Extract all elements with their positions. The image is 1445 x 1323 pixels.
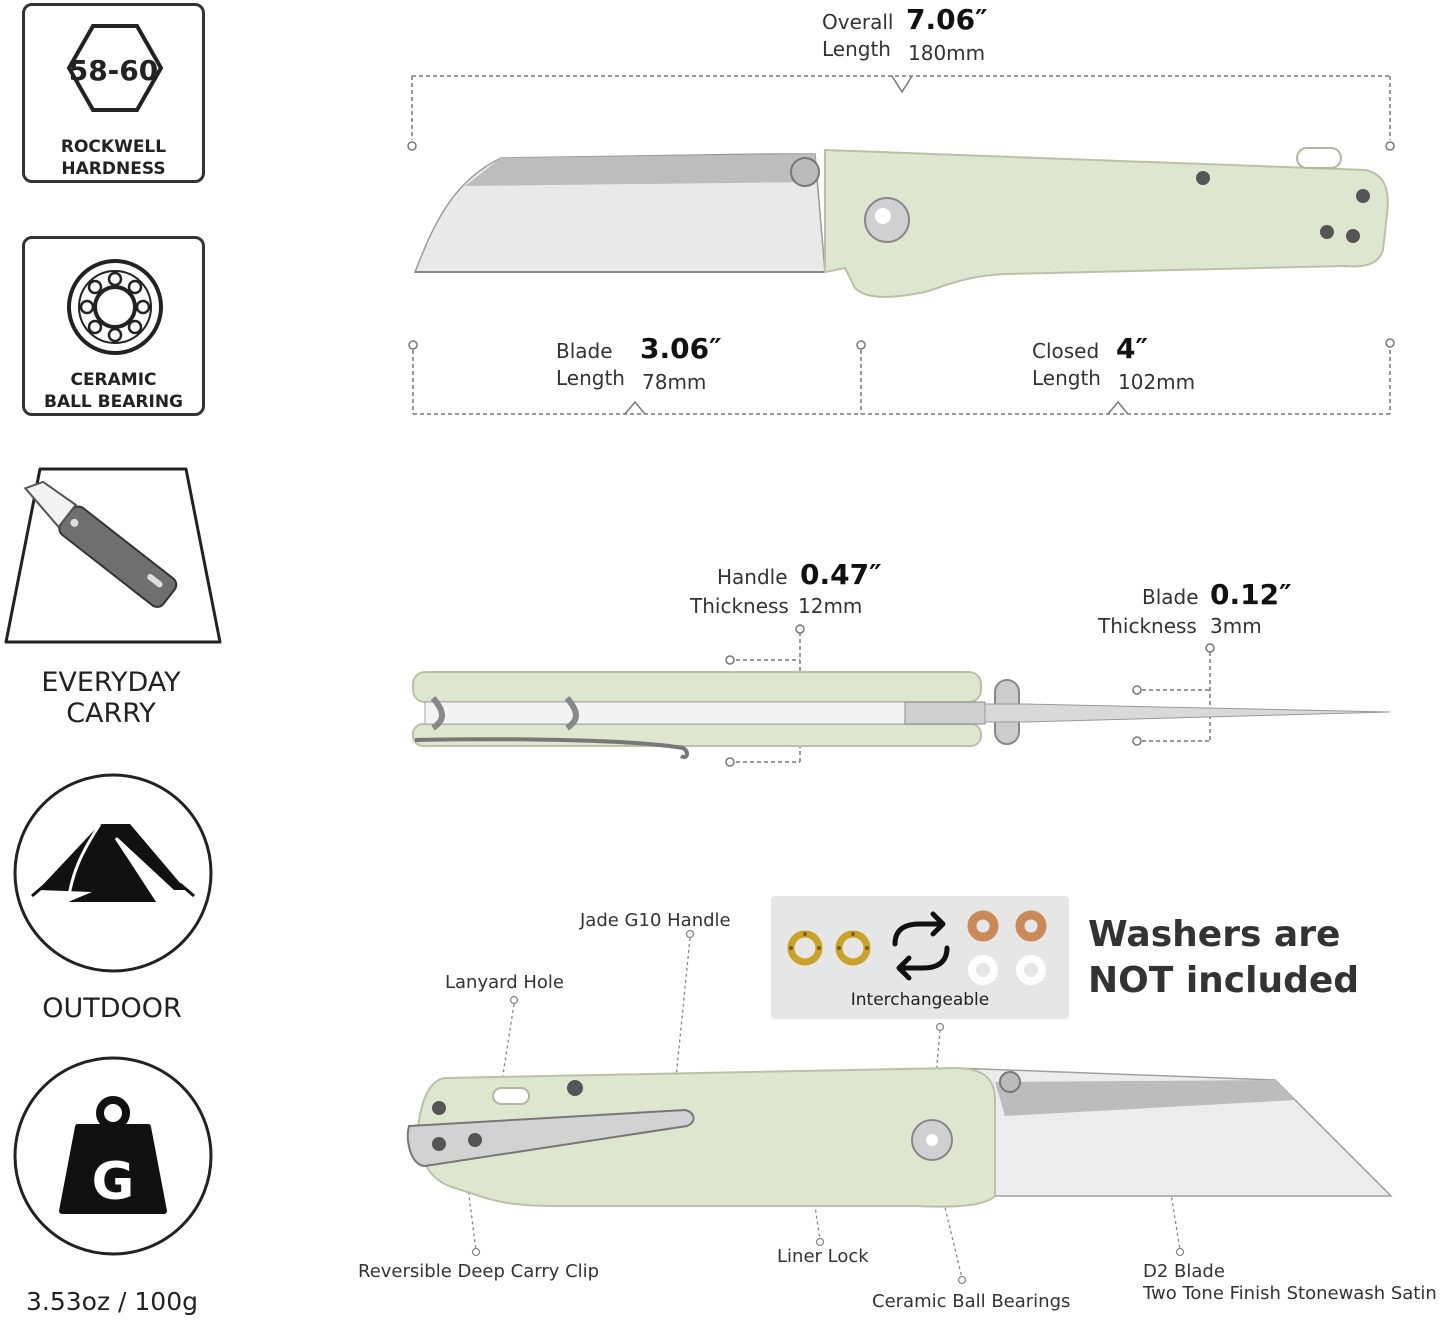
knife-icon: [23, 480, 178, 608]
washers-note-line2: NOT included: [1088, 960, 1360, 1001]
outdoor-badge: [13, 773, 213, 973]
bearing-badge: CERAMIC BALL BEARING: [22, 236, 205, 416]
feature-d2-blade: D2 Blade: [1143, 1261, 1225, 1282]
blade-length-word2: Length: [556, 366, 625, 390]
blade-thickness-word2: Thickness: [1098, 614, 1197, 638]
hardness-value: 58-60: [68, 54, 159, 87]
handle-thickness-mm: 12mm: [798, 594, 863, 618]
washers-note-line1: Washers are: [1088, 914, 1341, 955]
copper-washers: [967, 910, 1047, 942]
hardness-line2: HARDNESS: [61, 159, 166, 179]
sidebar: 58-60 ROCKWELL HARDNESS CERAMIC BALL BEA…: [0, 0, 230, 1323]
edc-line2: CARRY: [66, 698, 156, 729]
knife-side-view: [413, 147, 1389, 298]
washers-caption: Interchangeable: [850, 990, 990, 1010]
handle-thickness-word2: Thickness: [690, 594, 789, 618]
closed-length-word2: Length: [1032, 366, 1101, 390]
outdoor-label: OUTDOOR: [42, 993, 182, 1024]
blade-thickness-inch: 0.12″: [1210, 578, 1292, 611]
feature-carry-clip: Reversible Deep Carry Clip: [358, 1261, 600, 1282]
edc-badge: [4, 467, 222, 644]
weight-glyph: G: [91, 1152, 135, 1212]
knife-reverse-view: [406, 1066, 1393, 1208]
feature-lanyard-hole: Lanyard Hole: [445, 972, 565, 993]
swap-arrows-icon: [892, 911, 950, 981]
closed-length-mm: 102mm: [1118, 370, 1196, 394]
bearing-line2: BALL BEARING: [43, 392, 184, 412]
blade-length-inch: 3.06″: [640, 332, 722, 365]
handle-thickness-inch: 0.47″: [800, 558, 882, 591]
ball-bearing-icon: [67, 259, 163, 355]
feature-ceramic-bearings: Ceramic Ball Bearings: [872, 1291, 1071, 1312]
washer-icons: [787, 910, 1047, 985]
blade-thickness-word1: Blade: [1142, 585, 1199, 609]
feature-jade-handle: Jade G10 Handle: [580, 910, 731, 931]
overall-word1: Overall: [822, 10, 894, 34]
white-washers: [968, 955, 1046, 985]
bearing-line1: CERAMIC: [70, 370, 157, 390]
weight-label: 3.53oz / 100g: [26, 1287, 198, 1316]
blade-thickness-mm: 3mm: [1210, 614, 1262, 638]
knife-spine-view: [412, 671, 1391, 759]
overall-word2: Length: [822, 37, 891, 61]
handle-thickness-word1: Handle: [717, 565, 788, 589]
hardness-line1: ROCKWELL: [60, 137, 167, 157]
washers-panel: Interchangeable: [771, 896, 1069, 1019]
blade-length-mm: 78mm: [642, 370, 707, 394]
weight-badge: [13, 1056, 213, 1256]
feature-d2-finish: Two Tone Finish Stonewash Satin: [1143, 1283, 1437, 1304]
blade-length-word1: Blade: [556, 339, 613, 363]
overall-inch: 7.06″: [906, 3, 988, 36]
overall-mm: 180mm: [908, 41, 986, 65]
brass-bearing-washers: [787, 930, 871, 966]
closed-length-inch: 4″: [1116, 332, 1148, 365]
hardness-badge: 58-60 ROCKWELL HARDNESS: [22, 3, 205, 183]
edc-line1: EVERYDAY: [41, 667, 181, 698]
feature-liner-lock: Liner Lock: [777, 1246, 869, 1267]
weight-icon: [59, 1096, 167, 1214]
hexagon-icon: [66, 24, 164, 112]
tent-icon: [31, 823, 195, 903]
closed-length-word1: Closed: [1032, 339, 1100, 363]
